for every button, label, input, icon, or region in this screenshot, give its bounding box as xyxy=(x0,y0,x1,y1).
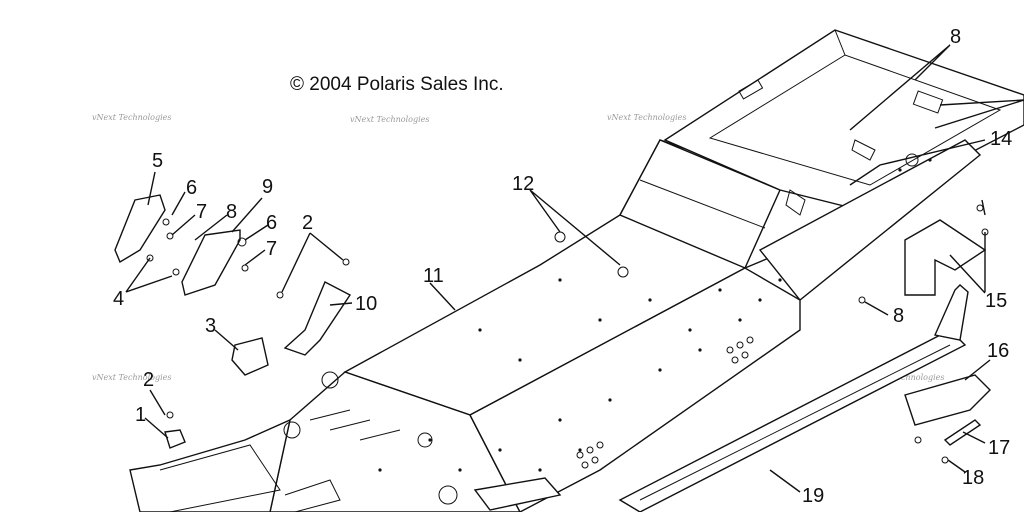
callout-11: 11 xyxy=(423,265,444,287)
callout-17: 17 xyxy=(988,437,1010,459)
callout-9: 9 xyxy=(262,176,273,198)
bracket-9 xyxy=(181,229,241,296)
callout-6: 6 xyxy=(186,177,197,199)
callout-19: 19 xyxy=(802,485,824,507)
bracket-15 xyxy=(904,219,987,296)
clamp-1 xyxy=(164,429,186,449)
callout-6: 6 xyxy=(266,212,277,234)
callout-8: 8 xyxy=(226,201,237,223)
callout-10: 10 xyxy=(355,293,377,315)
step-plate-16 xyxy=(904,374,991,426)
callout-18: 18 xyxy=(962,467,984,489)
watermark: vNext Technologies xyxy=(607,113,686,122)
callout-1: 1 xyxy=(135,404,146,426)
leader-lines xyxy=(125,44,1024,493)
watermark: vNext Technologies xyxy=(92,373,171,382)
callout-7: 7 xyxy=(196,201,207,223)
callout-2: 2 xyxy=(143,369,154,391)
callout-8: 8 xyxy=(950,26,961,48)
callout-14: 14 xyxy=(990,128,1012,150)
callout-2: 2 xyxy=(302,212,313,234)
watermark: vNext Technologies xyxy=(350,115,429,124)
callout-5: 5 xyxy=(152,150,163,172)
callout-4: 4 xyxy=(113,288,124,310)
callout-3: 3 xyxy=(205,315,216,337)
chassis-tunnel xyxy=(129,29,1024,512)
fasteners xyxy=(146,204,989,419)
callout-15: 15 xyxy=(985,290,1007,312)
bracket-5 xyxy=(114,194,166,264)
callout-12: 12 xyxy=(512,173,534,195)
callout-7: 7 xyxy=(266,238,277,260)
strip-17 xyxy=(943,419,982,446)
watermark: vNext Technologies xyxy=(865,373,944,382)
bracket-10 xyxy=(283,281,352,356)
callout-16: 16 xyxy=(987,340,1009,362)
callouts: 5 6 7 8 9 6 7 2 4 10 3 2 1 11 12 8 14 15… xyxy=(113,26,1012,507)
clip-3 xyxy=(231,337,269,376)
watermark: vNext Technologies xyxy=(92,113,171,122)
rear-bumper-tube xyxy=(934,284,969,341)
bolts-18 xyxy=(914,436,949,464)
callout-8: 8 xyxy=(893,305,904,327)
copyright-text: © 2004 Polaris Sales Inc. xyxy=(290,74,504,95)
